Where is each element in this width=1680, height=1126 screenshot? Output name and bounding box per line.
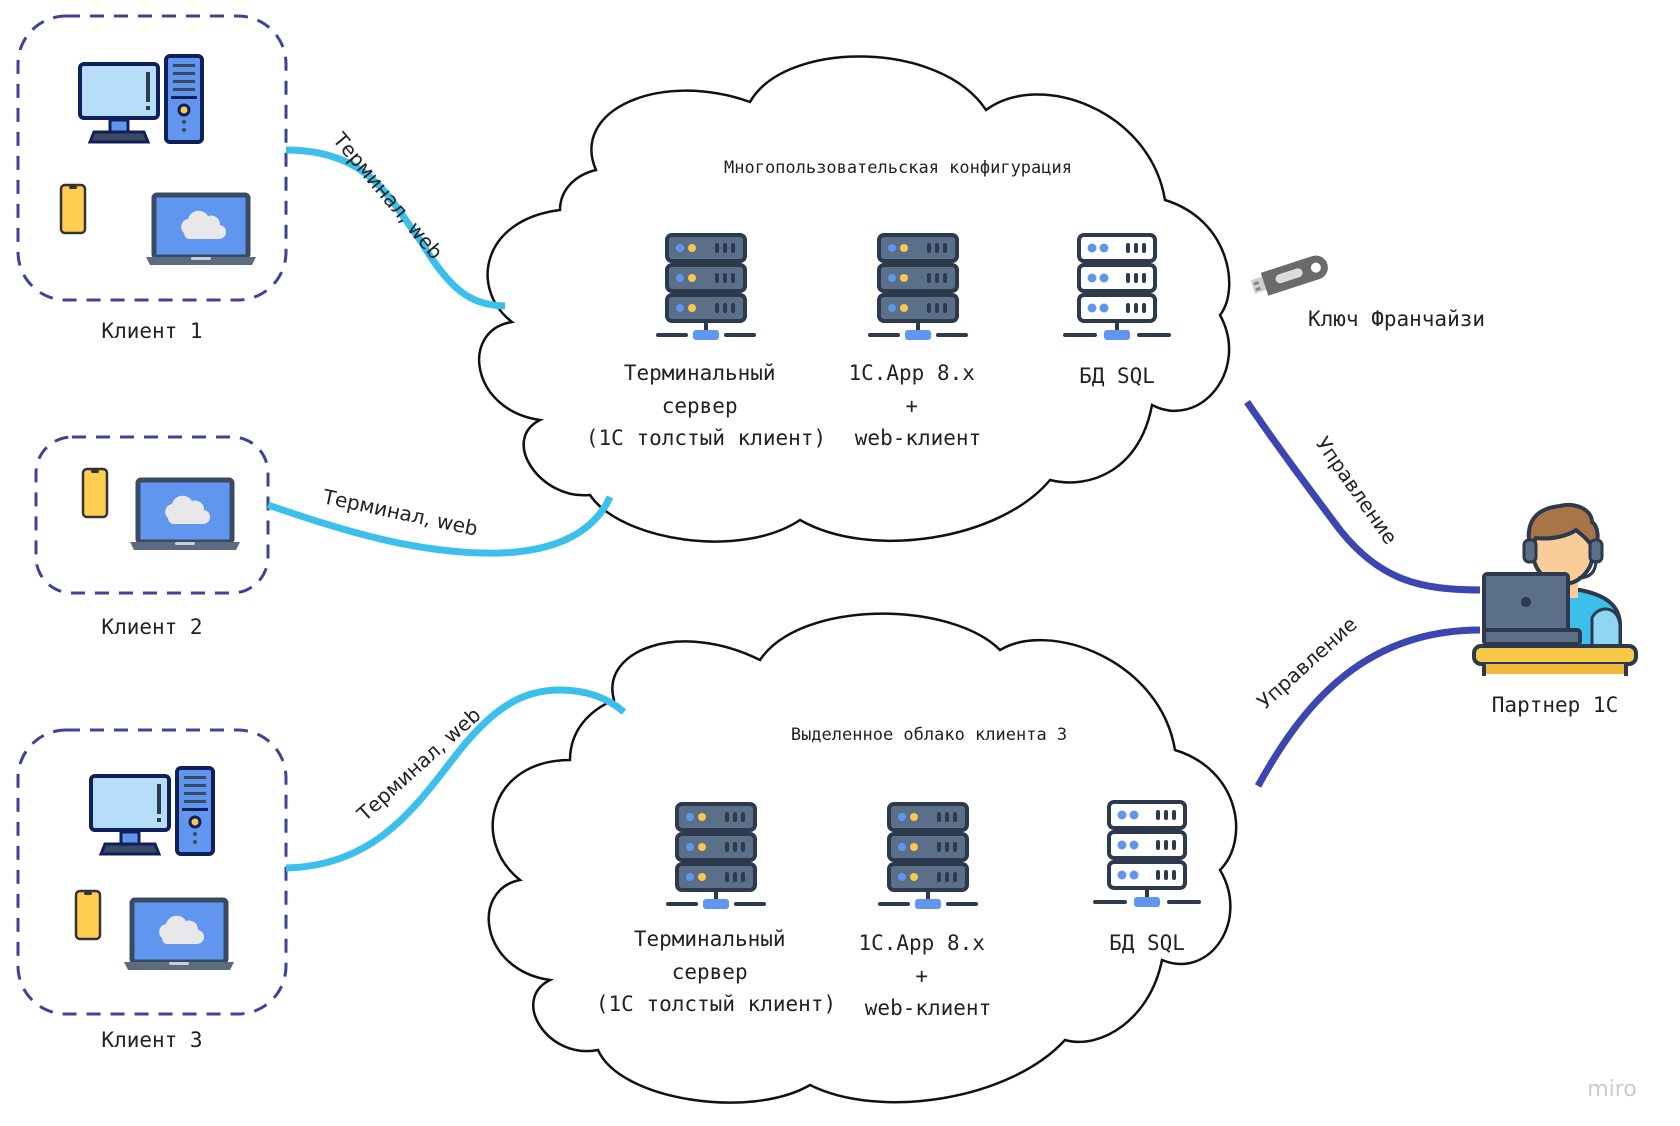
laptop-icon [130, 480, 240, 550]
partner-label: Партнер 1С [1492, 693, 1618, 717]
client-3-label: Клиент 3 [101, 1028, 202, 1052]
terminal-link-client1[interactable] [285, 146, 506, 310]
link-label-client3: Терминал, web [352, 702, 486, 826]
license-key-label: Ключ Франчайзи [1308, 307, 1485, 331]
smartphone-icon [81, 467, 109, 519]
smartphone-icon [59, 183, 87, 235]
cloud-1-app-server-label: 1С.App 8.x + web-клиент [848, 361, 987, 450]
cloud-1-title: Многопользовательская конфигурация [724, 158, 1072, 178]
client-3-group[interactable] [16, 728, 288, 1016]
link-label-client1: Терминал, web [328, 127, 448, 264]
cloud-2-title: Выделенное облако клиента 3 [791, 725, 1067, 745]
laptop-icon [146, 195, 256, 265]
desktop-pc-icon [78, 54, 204, 144]
support-operator-icon[interactable] [1472, 503, 1638, 676]
cloud-2-terminal-server-label: Терминальный сервер (1С толстый клиент) [596, 927, 836, 1016]
terminal-link-client3[interactable] [285, 686, 627, 872]
cloud-1-db-label: БД SQL [1079, 364, 1155, 388]
link-label-management-1: Управление [1311, 432, 1403, 549]
terminal-link-client2[interactable] [266, 495, 614, 557]
miro-watermark: miro [1587, 1077, 1637, 1102]
client-1-group[interactable] [16, 14, 288, 302]
management-link-cloud1[interactable] [1244, 400, 1481, 594]
client-1-label: Клиент 1 [101, 319, 202, 343]
usb-key-icon [1250, 255, 1328, 296]
management-link-cloud2[interactable] [1254, 626, 1481, 788]
laptop-icon [124, 900, 234, 970]
client-2-label: Клиент 2 [101, 615, 202, 639]
cloud-1-terminal-server-label: Терминальный сервер (1С толстый клиент) [586, 361, 826, 450]
smartphone-icon [74, 889, 102, 941]
cloud-dedicated-client3 [487, 612, 1238, 1104]
cloud-multiuser [477, 55, 1231, 543]
cloud-2-db-label: БД SQL [1109, 931, 1185, 955]
link-label-management-2: Управление [1252, 612, 1361, 714]
desktop-pc-icon [89, 766, 215, 856]
cloud-2-app-server-label: 1С.App 8.x + web-клиент [858, 931, 997, 1020]
client-2-group[interactable] [34, 435, 270, 595]
